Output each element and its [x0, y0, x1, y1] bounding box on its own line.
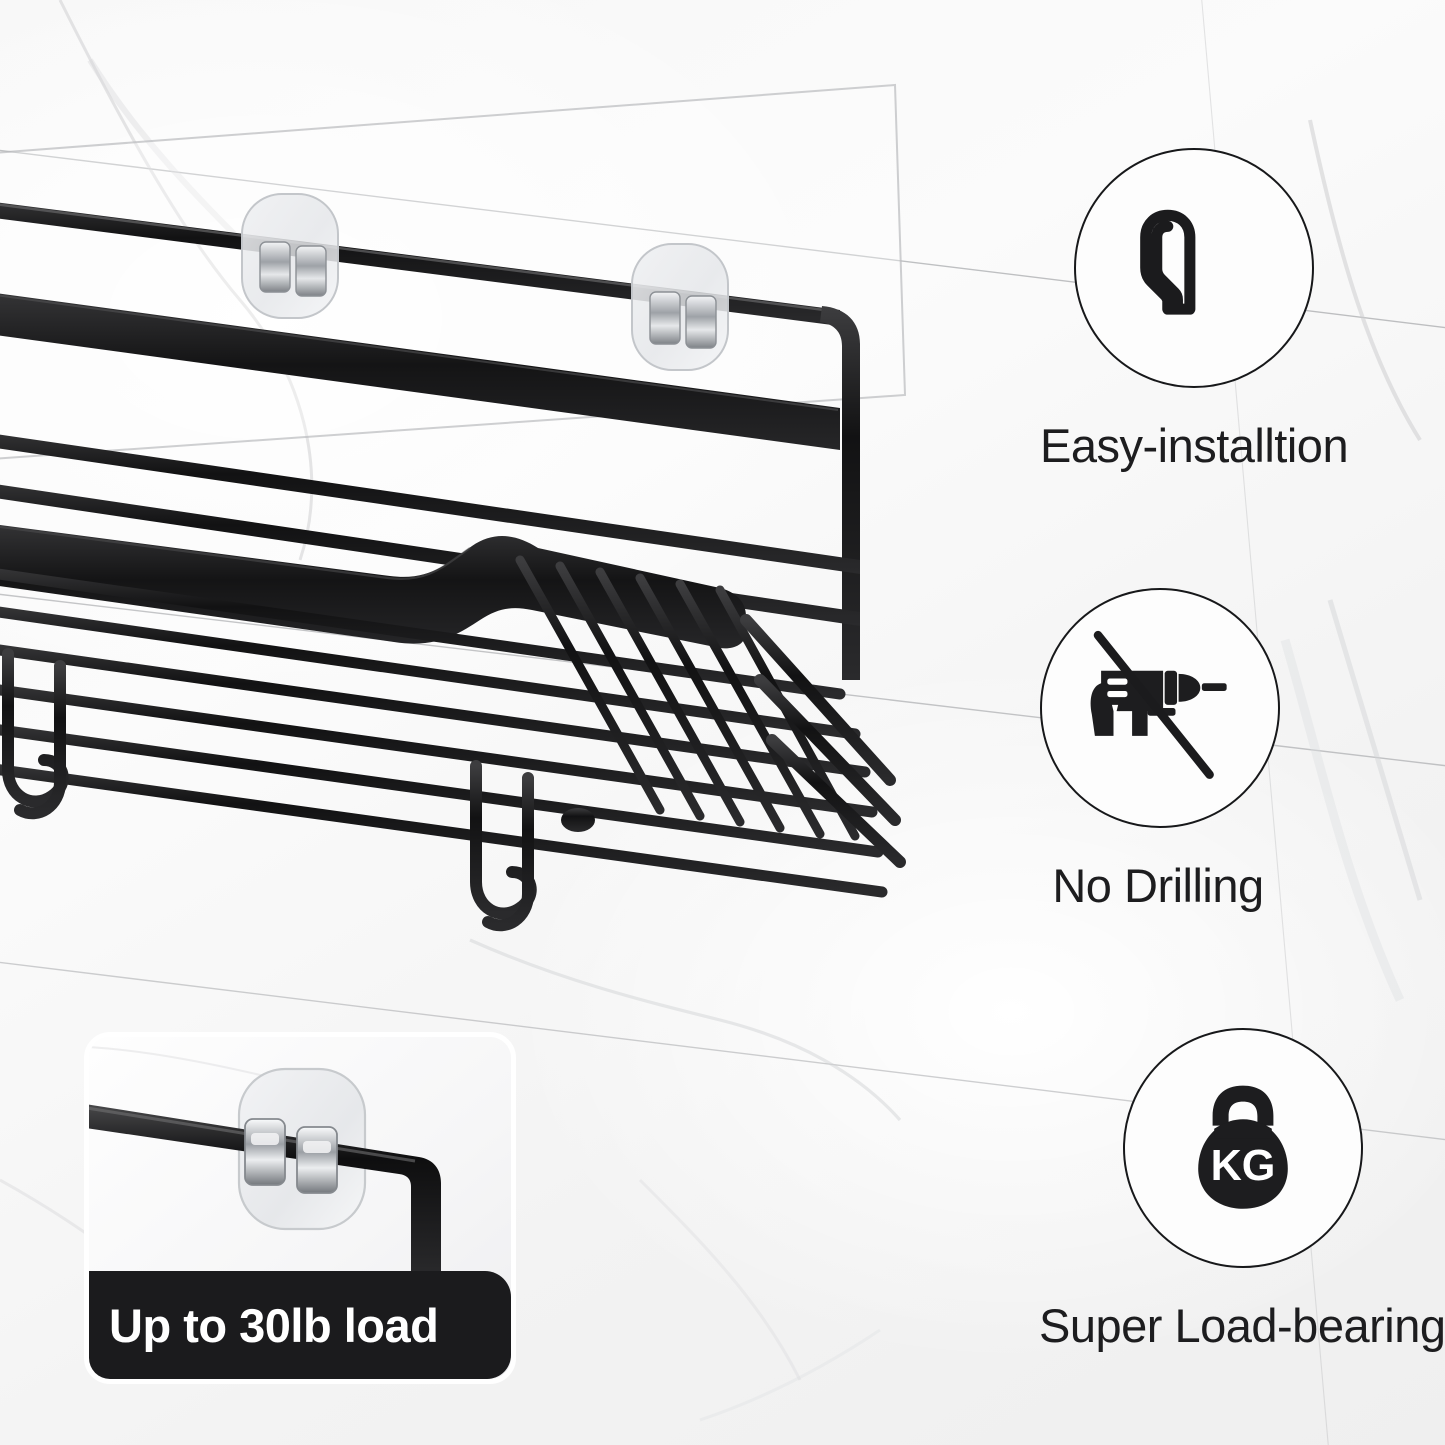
load-capacity-text: Up to 30lb load — [109, 1298, 439, 1352]
feature-icon-circle — [1040, 588, 1280, 828]
feature-icon-circle — [1074, 148, 1315, 388]
hands-icon — [1140, 209, 1196, 315]
kettlebell-kg-text: KG — [1211, 1142, 1276, 1190]
closeup-inset-panel: Up to 30lb load — [84, 1032, 516, 1384]
basket-vertical-connectors — [572, 582, 842, 822]
kettlebell-icon: KG — [1198, 1085, 1289, 1209]
upper-flat-rail — [0, 293, 840, 450]
feature-easy-installation: Easy-installtion — [1040, 148, 1349, 472]
feature-super-load-bearing: KG Super Load-bearing — [1039, 1028, 1445, 1352]
product-photo-shelf — [0, 83, 970, 950]
hanging-hook-right — [470, 760, 537, 932]
mount-pad-right — [631, 243, 729, 371]
feature-label: Super Load-bearing — [1039, 1299, 1445, 1352]
hanging-hook-left — [2, 648, 69, 820]
basket-foot — [561, 808, 595, 832]
feature-no-drilling: No Drilling — [1040, 588, 1280, 909]
front-sculpted-rail — [0, 525, 746, 649]
feature-icon-circle: KG — [1123, 1028, 1364, 1268]
no-drill-icon — [1090, 630, 1227, 779]
feature-label: No Drilling — [1052, 859, 1264, 912]
feature-label: Easy-installtion — [1040, 419, 1349, 472]
right-upright-post — [820, 306, 860, 680]
wire-shelf-illustration — [0, 83, 907, 932]
basket-right-frame — [740, 614, 906, 868]
mount-pad-center — [241, 193, 339, 319]
load-capacity-banner: Up to 30lb load — [89, 1271, 511, 1379]
